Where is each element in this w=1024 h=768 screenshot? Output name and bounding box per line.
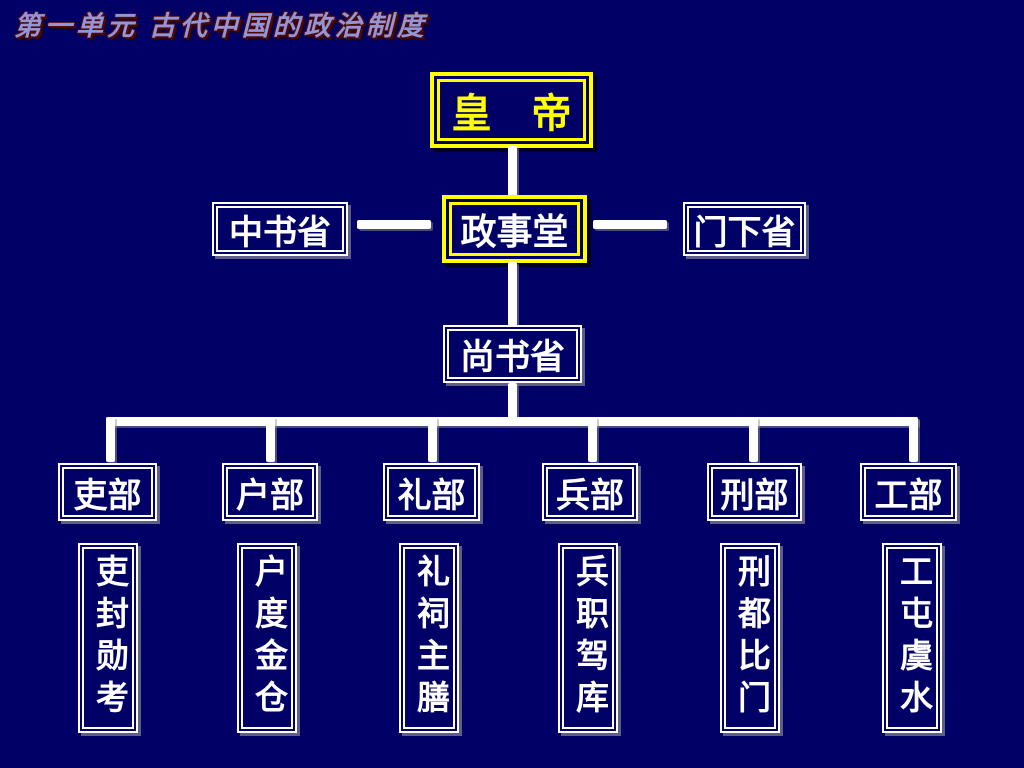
connector-hall-chancellery bbox=[593, 220, 667, 229]
subdivision-label: 刑都比门 bbox=[732, 554, 769, 722]
subdivision-box-war: 兵职驾库 bbox=[558, 543, 618, 733]
political-affairs-hall-label: 政事堂 bbox=[460, 212, 569, 252]
state-affairs-box: 尚书省 bbox=[443, 325, 582, 383]
chancellery-label: 门下省 bbox=[693, 214, 796, 252]
ministry-box-war: 兵部 bbox=[542, 463, 638, 521]
ministry-box-revenue: 户部 bbox=[222, 463, 318, 521]
political-affairs-hall-box: 政事堂 bbox=[442, 195, 587, 263]
secretariat-label: 中书省 bbox=[229, 214, 331, 252]
emperor-box: 皇 帝 bbox=[430, 72, 593, 148]
connector-drop-ministry-4 bbox=[588, 417, 597, 462]
connector-secretariat-hall bbox=[357, 220, 431, 229]
connector-state-affairs-trunk bbox=[508, 383, 517, 423]
connector-drop-ministry-2 bbox=[266, 417, 275, 462]
connector-drop-ministry-5 bbox=[749, 417, 758, 462]
ministry-label: 刑部 bbox=[720, 477, 789, 515]
ministry-box-justice: 刑部 bbox=[707, 463, 802, 521]
slide-title: 第一单元 古代中国的政治制度 bbox=[14, 11, 428, 41]
connector-drop-ministry-1 bbox=[106, 417, 115, 462]
connector-drop-ministry-3 bbox=[428, 417, 437, 462]
ministry-box-works: 工部 bbox=[860, 463, 957, 521]
subdivision-box-revenue: 户度金仓 bbox=[237, 543, 297, 733]
ministry-label: 户部 bbox=[236, 477, 304, 515]
subdivision-label: 兵职驾库 bbox=[570, 554, 607, 722]
connector-ministries-rail bbox=[106, 417, 918, 426]
chancellery-box: 门下省 bbox=[683, 202, 806, 256]
subdivision-box-personnel: 吏封勋考 bbox=[78, 543, 138, 733]
connector-emperor-hall bbox=[508, 146, 517, 198]
subdivision-label: 户度金仓 bbox=[249, 554, 286, 722]
subdivision-label: 吏封勋考 bbox=[90, 554, 127, 722]
state-affairs-label: 尚书省 bbox=[459, 337, 565, 377]
emperor-label: 皇 帝 bbox=[451, 91, 572, 136]
ministry-box-personnel: 吏部 bbox=[58, 463, 157, 521]
connector-hall-state-affairs bbox=[508, 262, 517, 326]
subdivision-box-rites: 礼祠主膳 bbox=[399, 543, 459, 733]
subdivision-box-justice: 刑都比门 bbox=[720, 543, 780, 733]
subdivision-label: 礼祠主膳 bbox=[411, 554, 448, 722]
ministry-label: 工部 bbox=[874, 477, 943, 515]
subdivision-box-works: 工屯虞水 bbox=[882, 543, 942, 733]
ministry-label: 吏部 bbox=[73, 477, 142, 515]
connector-drop-ministry-6 bbox=[909, 417, 918, 462]
ministry-label: 礼部 bbox=[397, 477, 466, 515]
subdivision-label: 工屯虞水 bbox=[894, 554, 931, 722]
secretariat-box: 中书省 bbox=[212, 202, 348, 256]
ministry-box-rites: 礼部 bbox=[383, 463, 480, 521]
ministry-label: 兵部 bbox=[556, 477, 624, 515]
